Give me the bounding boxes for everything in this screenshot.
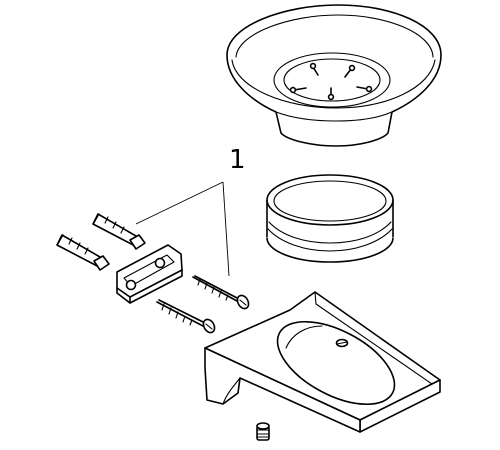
callout-1: 1: [135, 145, 246, 277]
screw-hole: [125, 279, 137, 291]
wall-plug: [56, 234, 110, 271]
retaining-ring: [266, 174, 394, 263]
soap-dish: [226, 4, 442, 147]
leader-line: [222, 181, 230, 277]
leader-line: [135, 181, 224, 225]
cup-opening: [276, 320, 396, 406]
holder-base: [204, 291, 441, 433]
screw-hole: [154, 257, 166, 269]
callout-number: 1: [229, 145, 246, 175]
screw: [156, 299, 216, 334]
wall-plug: [92, 213, 146, 250]
screw: [192, 275, 250, 310]
grub-screw: [256, 422, 270, 441]
mounting-bracket: [116, 244, 183, 304]
drain-pins: [289, 62, 373, 101]
